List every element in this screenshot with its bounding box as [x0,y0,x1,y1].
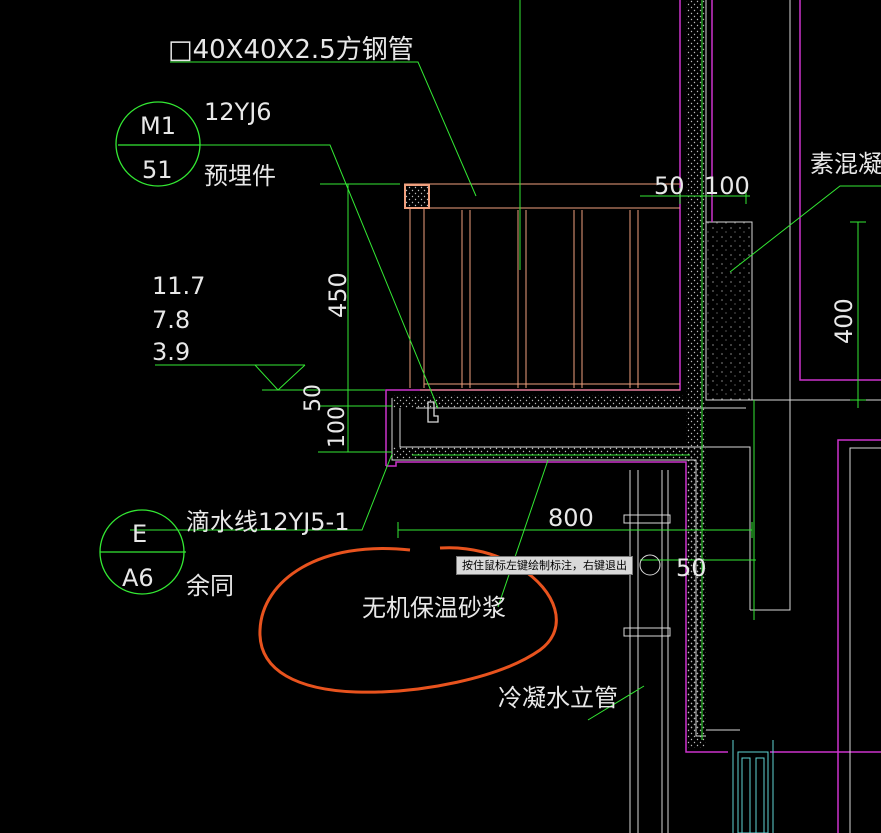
plain-concrete-label: 素混凝土 [810,150,881,178]
dim-50-left: 50 [301,384,326,412]
m1-symbol-bottom: 51 [142,156,173,184]
wall-structure [385,0,881,833]
elevation-label-1: 11.7 [152,272,205,300]
condensate-pipe [623,470,671,833]
embedded-plate [427,401,439,423]
dim-800: 800 [548,504,594,532]
steel-tube-label: □40X40X2.5方钢管 [168,35,414,65]
dim-400: 400 [830,298,858,344]
e-symbol-top: E [132,520,147,548]
cursor-crosshair-icon [639,554,661,576]
square-tube-section [404,184,430,209]
drip-line-label: 滴水线12YJ5-1 [186,508,349,536]
steel-railing [404,183,680,391]
leader-lines [118,61,881,721]
detail-index-symbol-icon [99,101,201,595]
command-tooltip: 按住鼠标左键绘制标注，右键退出 [456,556,633,575]
elevation-label-2: 7.8 [152,306,190,334]
condensate-pipe-label: 冷凝水立管 [498,684,618,712]
dim-100-top: 100 [704,172,750,200]
embedded-part-label: 预埋件 [204,162,276,190]
e-symbol-bottom: A6 [122,564,154,592]
elevation-label-3: 3.9 [152,338,190,366]
dim-50-right: 50 [676,554,707,582]
dim-450: 450 [324,272,352,318]
insulation-mortar-label: 无机保温砂浆 [362,594,506,622]
dim-100-left: 100 [325,406,350,448]
m1-symbol-top: M1 [140,112,176,140]
dim-50-top: 50 [654,172,685,200]
rest-same-label: 余同 [186,572,234,600]
std-ref-12yj6: 12YJ6 [204,98,272,126]
